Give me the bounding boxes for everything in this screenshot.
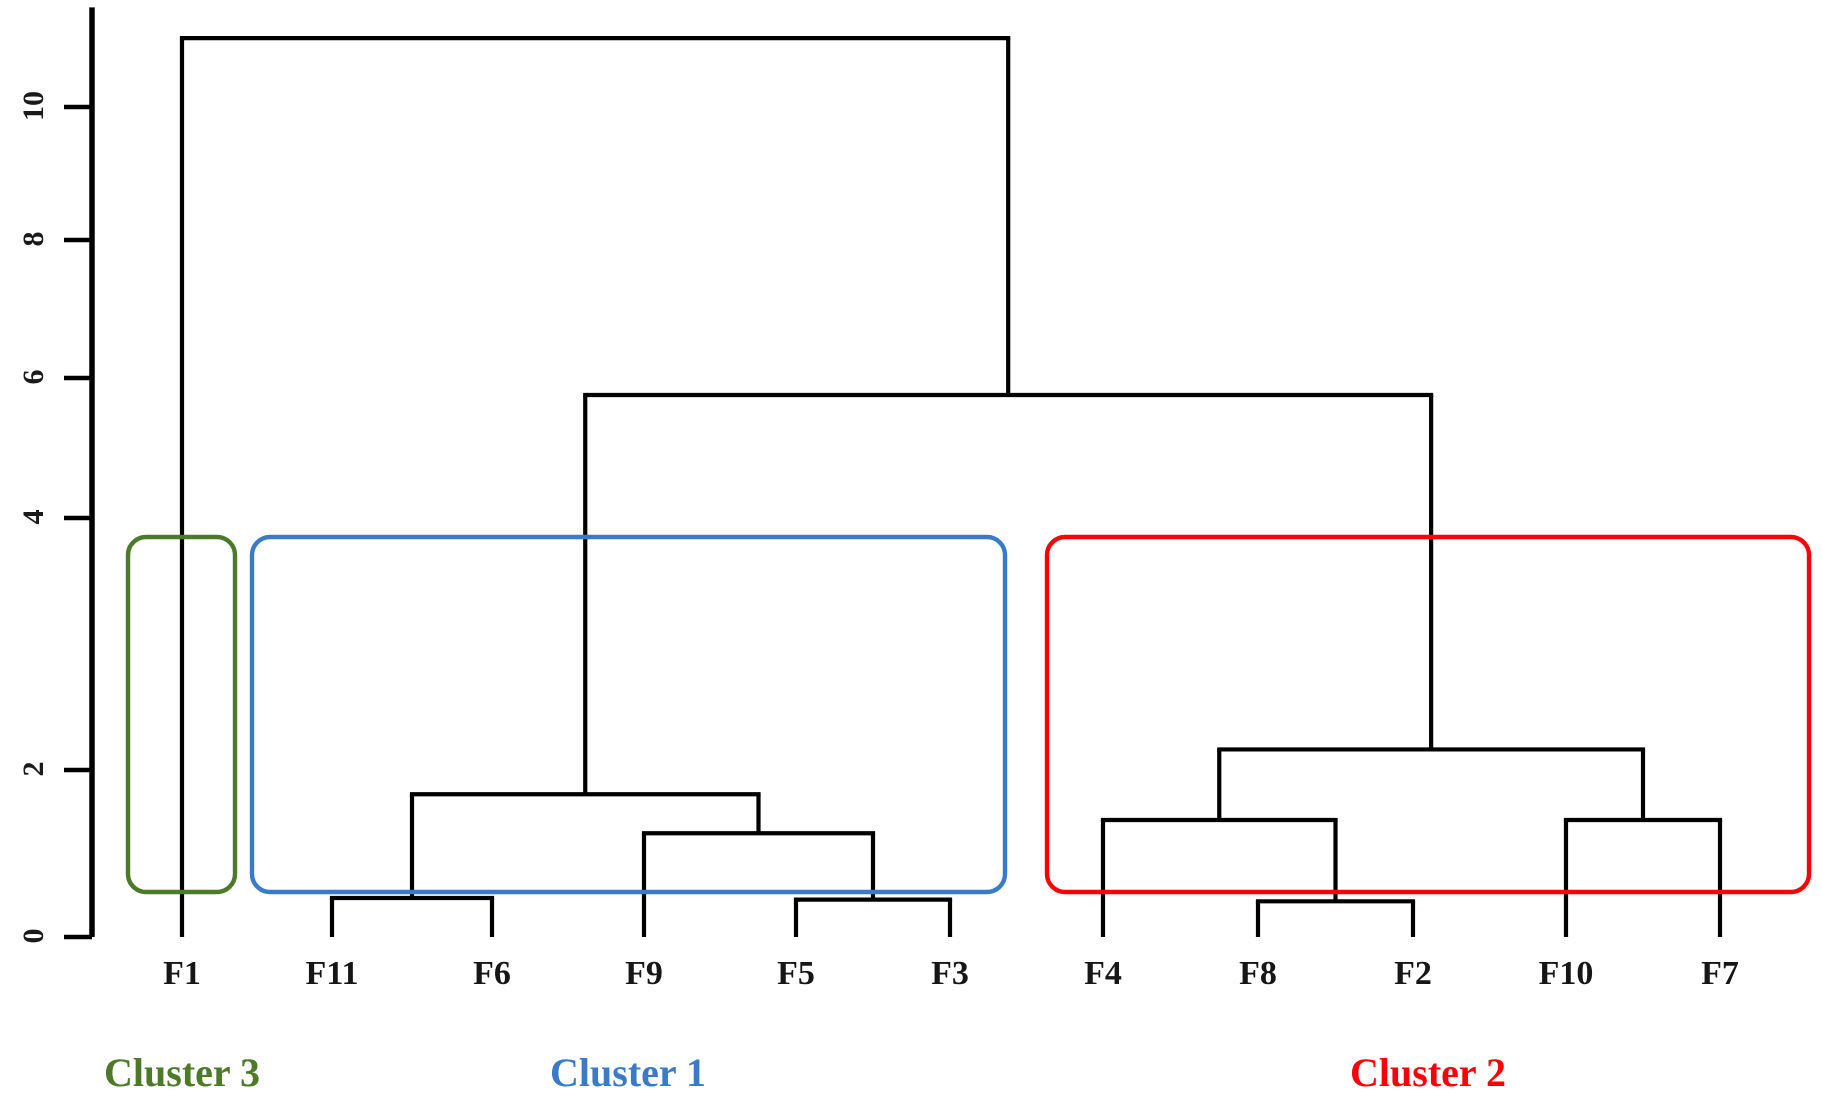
leaf-label: F11: [305, 955, 359, 992]
y-axis: [64, 7, 95, 940]
cluster-label: Cluster 3: [104, 1050, 260, 1095]
leaf-label: F10: [1538, 955, 1594, 992]
leaf-label: F5: [777, 955, 815, 992]
leaf-label: F7: [1701, 955, 1739, 992]
cluster-label: Cluster 2: [1350, 1050, 1506, 1095]
cluster-box: [249, 534, 1008, 895]
leaf-label: F6: [473, 955, 511, 992]
y-axis-tick-label: 6: [17, 369, 50, 385]
leaf-label: F1: [163, 955, 201, 992]
cluster-box: [125, 534, 238, 895]
cluster-box: [1044, 534, 1812, 895]
y-axis-tick-label: 8: [17, 231, 50, 247]
cluster-boxes: [125, 534, 1812, 895]
leaf-label: F3: [931, 955, 969, 992]
leaf-label: F8: [1239, 955, 1277, 992]
cluster-label: Cluster 1: [550, 1050, 706, 1095]
y-axis-tick-label: 10: [17, 91, 50, 121]
leaf-label: F9: [625, 955, 663, 992]
leaf-label: F2: [1394, 955, 1432, 992]
y-axis-tick-label: 2: [17, 761, 50, 777]
dendrogram-links: [179, 36, 1723, 937]
y-axis-tick-label: 4: [17, 509, 50, 525]
y-axis-tick-label: 0: [17, 928, 50, 944]
leaf-label: F4: [1084, 955, 1122, 992]
